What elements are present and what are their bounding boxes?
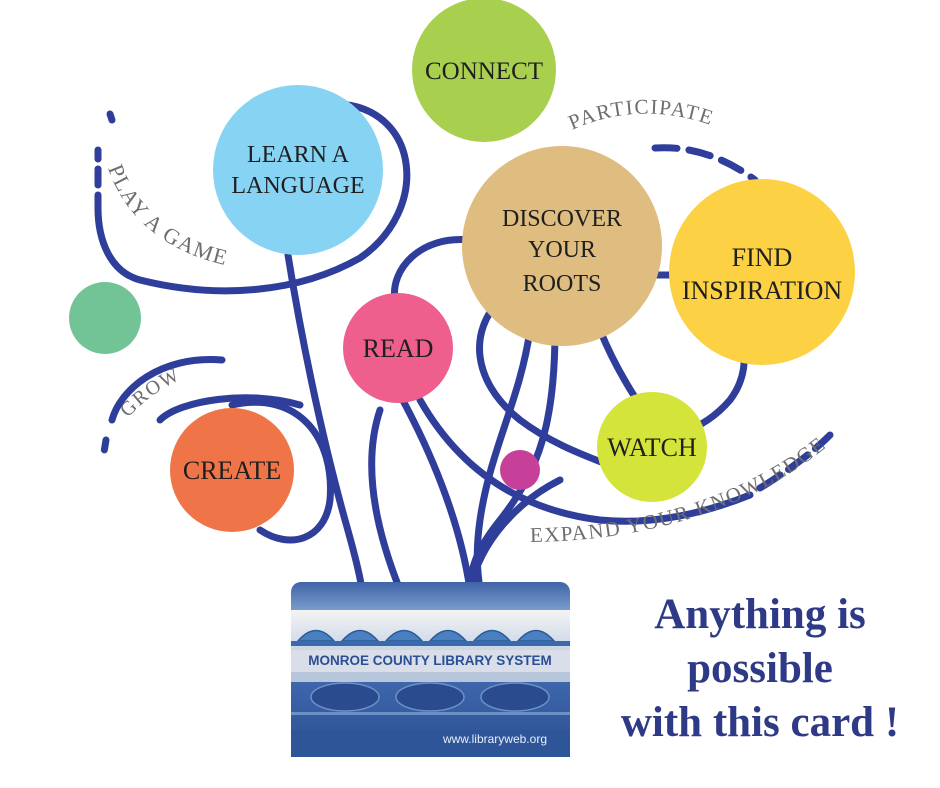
find-inspiration-circle[interactable] xyxy=(669,179,855,365)
vine-branches xyxy=(94,100,834,594)
discover-roots-label-line2: YOUR xyxy=(528,237,596,263)
participate-curve-label: PARTICIPATE xyxy=(565,95,718,135)
card-arches xyxy=(296,629,556,642)
create-label: CREATE xyxy=(183,456,281,485)
discover-roots-label-line1: DISCOVER xyxy=(502,206,622,232)
tagline-line2: possible xyxy=(687,645,833,692)
watch-circle[interactable] xyxy=(597,392,707,502)
find-inspiration-label-line2: INSPIRATION xyxy=(682,276,843,305)
library-card: MONROE COUNTY LIBRARY SYSTEM www.library… xyxy=(291,582,570,757)
connect-circle[interactable] xyxy=(412,0,556,142)
find-inspiration-label-line1: FIND xyxy=(732,243,793,272)
card-url: www.libraryweb.org xyxy=(442,732,547,746)
watch-label: WATCH xyxy=(607,433,697,462)
magenta-dot xyxy=(500,450,540,490)
discover-roots-circle[interactable] xyxy=(462,146,662,346)
learn-language-circle[interactable] xyxy=(213,85,383,255)
discover-roots-label-line3: ROOTS xyxy=(523,271,602,297)
green-dot xyxy=(69,282,141,354)
card-title: MONROE COUNTY LIBRARY SYSTEM xyxy=(308,653,552,668)
connect-label: CONNECT xyxy=(425,58,543,85)
read-label: READ xyxy=(363,334,434,363)
learn-language-label-line1: LEARN A xyxy=(247,142,350,168)
create-circle[interactable] xyxy=(170,408,294,532)
learn-language-label-line2: LANGUAGE xyxy=(231,173,364,199)
tagline-line1: Anything is xyxy=(654,591,866,638)
read-circle[interactable] xyxy=(343,293,453,403)
tagline: Anything is possible with this card ! xyxy=(590,588,930,750)
tagline-line3: with this card ! xyxy=(620,699,900,746)
play-a-game-curve-label: PLAY A GAME xyxy=(103,161,231,271)
